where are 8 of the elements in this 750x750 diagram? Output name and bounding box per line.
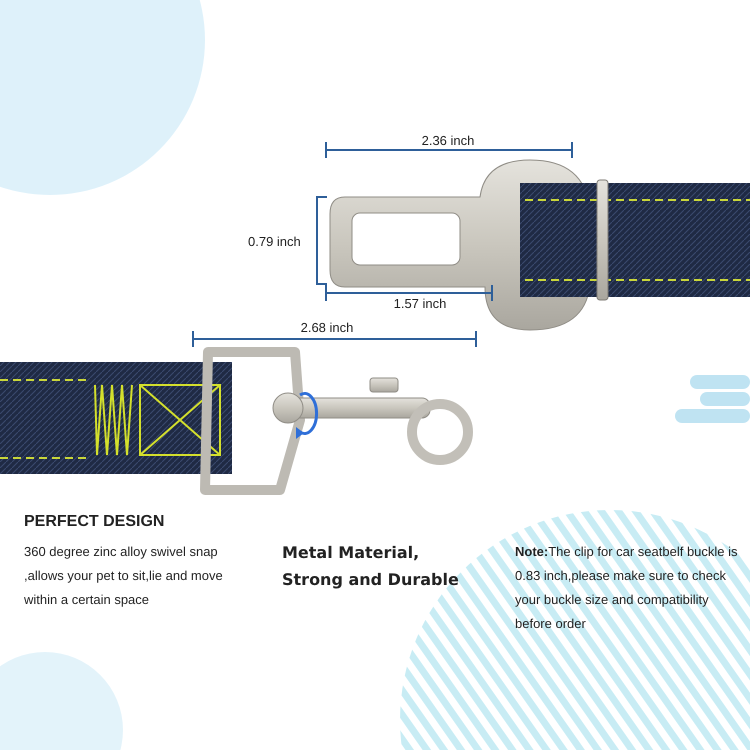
feature-text: Metal Material, Strong and Durable	[282, 542, 460, 591]
dimension-label: 2.68 inch	[300, 320, 354, 336]
note-text: Note:The clip for car seatbelf buckle is 0.83 inch,please make sure to check your buckle size and compatibility before order	[515, 543, 739, 633]
dimension-label: 2.36 inch	[420, 133, 476, 149]
section-heading: PERFECT DESIGN	[24, 512, 166, 532]
dimension-label: 1.57 inch	[392, 296, 448, 312]
description-text: 360 degree zinc alloy swivel snap ,allows your pet to sit,lie and move within a certain space	[24, 543, 224, 609]
dimension-label: 0.79 inch	[248, 234, 302, 250]
